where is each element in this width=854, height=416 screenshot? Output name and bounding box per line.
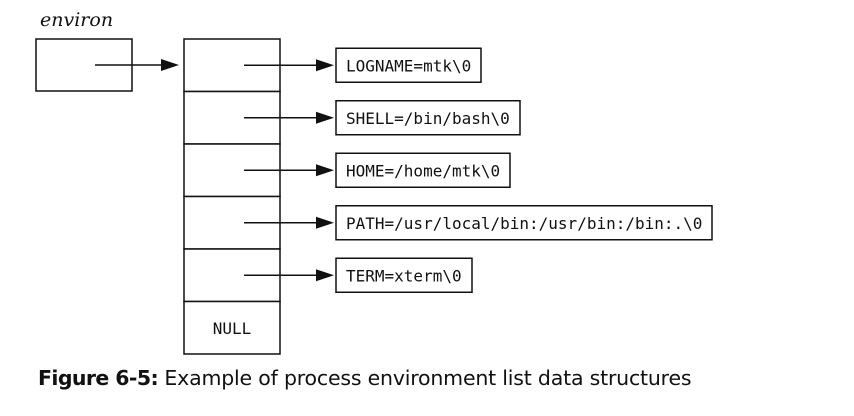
string-pointer-arrow-head [316, 269, 334, 282]
figure-caption: Figure 6-5: Example of process environme… [38, 366, 692, 390]
environment-string: HOME=/home/mtk\0 [346, 161, 500, 180]
environment-string-box [335, 100, 521, 136]
caption-text: Example of process environment list data… [158, 366, 692, 390]
environment-string-box [335, 152, 511, 188]
environment-string: LOGNAME=mtk\0 [346, 56, 471, 75]
environment-string-box [335, 47, 482, 83]
environment-strings: LOGNAME=mtk\0SHELL=/bin/bash\0HOME=/home… [244, 47, 713, 293]
caption-label: Figure 6-5: [38, 366, 159, 390]
environment-string-box [335, 205, 713, 241]
string-pointer-arrow-head [316, 59, 334, 72]
pointer-slot [183, 300, 281, 355]
string-pointer-arrow-head [316, 111, 334, 124]
pointer-slot-label: NULL [213, 319, 252, 338]
environ-pointer-arrow-head [161, 59, 179, 71]
string-pointer-arrow-head [316, 216, 334, 229]
string-pointer-arrow-head [316, 164, 334, 177]
diagram-canvas: environ NULL LOGNAME=mtk\0SHELL=/bin/bas… [35, 9, 713, 355]
environ-label: environ [40, 9, 113, 31]
environment-string: PATH=/usr/local/bin:/usr/bin:/bin:.\0 [346, 214, 702, 233]
environment-string: SHELL=/bin/bash\0 [346, 109, 510, 128]
environment-string-box [335, 257, 473, 293]
pointer-array: NULL [183, 38, 281, 355]
environment-string: TERM=xterm\0 [346, 266, 462, 285]
